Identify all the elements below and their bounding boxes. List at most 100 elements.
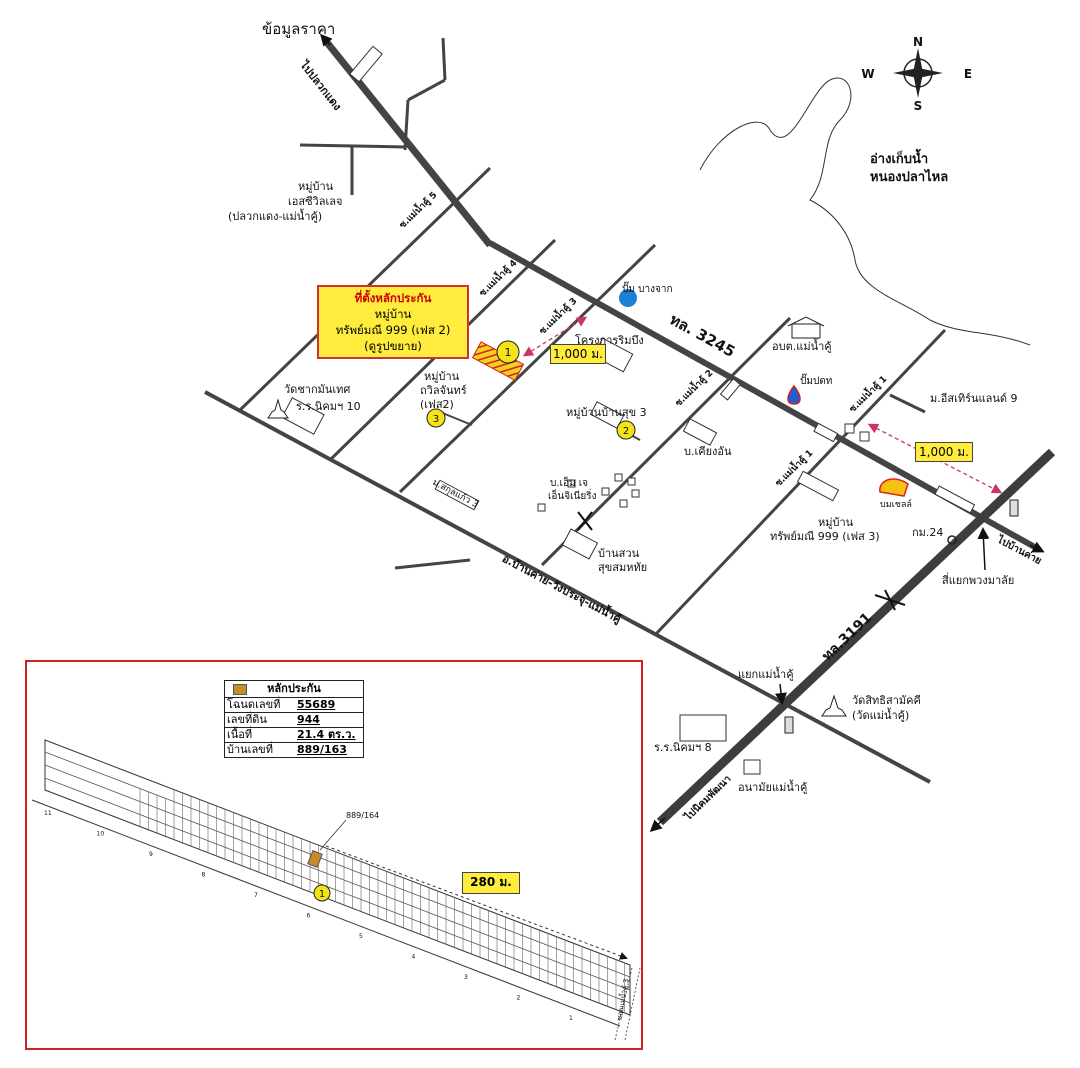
mj-box-2 [614,473,623,482]
road-3191-label: ทล.3191 [819,610,875,665]
compass-w: W [861,67,874,81]
tawin-2: ถวิลจันทร์ [420,384,467,397]
school-10-building [281,397,325,435]
legend-header: หลักประกัน [225,681,363,698]
soi-4-label: ซ.แม่น้ำคู้ 4 [476,256,519,299]
shell-label: บมเชลล์ [880,498,912,510]
kiang-an-building [682,418,718,446]
collateral-legend: หลักประกัน โฉนดเลขที่ 55689 เลขที่ดิน 94… [224,680,364,758]
main-box-line-3: ทรัพย์มณี 999 (เฟส 2) [335,323,451,337]
distance-line-1 [522,316,588,357]
bangchak-pump-icon [619,289,637,307]
soi-3-line [398,243,657,494]
inset-row-number: 7 [254,892,258,899]
mj-box-5 [537,503,546,512]
inset-marker-1-label: 1 [319,889,325,900]
marker-1-label: 1 [505,346,512,359]
mj-box-3 [627,477,636,486]
school-10-label: ร.ร.นิคมฯ 10 [296,400,361,413]
inset-soi-line-1 [614,967,633,1041]
soi-2-label: ซ.แม่น้ำคู้ 2 [672,366,715,409]
inset-distance-line [325,845,628,960]
inset-road-edge [31,799,621,1027]
road-top-branch-2 [407,78,446,102]
ptt-label: ปั๊มปตท [800,373,832,387]
main-box-line-4: (ดูรูปขยาย) [364,339,422,353]
legend-key: เลขที่ดิน [227,713,267,726]
collateral-swatch-icon [233,684,247,695]
village-999-3-building [796,470,840,502]
marker-2-label: 2 [623,426,629,437]
inset-row-number: 9 [149,851,153,858]
inset-row-number: 1 [569,1015,573,1022]
bansuk-building [589,401,625,429]
school-8-building [679,714,727,742]
mj-box-7 [631,489,640,498]
marker-2 [616,420,636,440]
legend-row: เลขที่ดิน 944 [225,713,363,728]
marker-3 [426,408,446,428]
inset-row-number: 3 [464,974,468,981]
inset-soi-line-2 [624,967,641,1041]
maenamkhu-jct-label: แยกแม่น้ำคู้ [738,666,794,681]
distance-label-1: 1,000 ม. [550,344,606,364]
legend-key: โฉนดเลขที่ [227,698,281,711]
road-to-pluak-arrow [320,33,333,47]
obt-label: อบต.แม่น้ำคู้ [772,338,832,353]
traffic-light-icon-2 [784,716,794,734]
inset-row-number: 5 [359,933,363,940]
ptt-pump-icon [787,384,801,405]
inset-row-a [44,751,631,978]
inset-frame [25,660,643,1050]
health-center-building [743,759,761,775]
bansuk-label: หมู่บ้านบ้านสุข 3 [566,406,647,419]
village-sc-1: หมู่บ้าน [298,180,334,193]
compass-n: N [913,35,923,49]
mj-2: เอ็นจิเนียริ่ง [548,488,597,502]
legend-key: เนื้อที่ [227,728,253,741]
soi-3-label: ซ.แม่น้ำคู้ 3 [536,294,579,337]
village-999-3-2: ทรัพย์มณี 999 (เฟส 3) [770,530,880,543]
maenamkhu-jct-pointer [775,683,787,705]
inset-row-number: 4 [412,954,416,961]
ban-suan-1: บ้านสวน [598,547,640,560]
railway-cross-2 [884,589,896,611]
eastern-land-label: ม.อีสเทิร์นแลนด์ 9 [930,392,1018,405]
marker-3-label: 3 [433,414,439,425]
wat-sitthi-2: (วัดแม่น้ำคู้) [852,707,909,722]
road-3191 [656,448,1056,826]
road-3245-label: ทล. 3245 [667,310,738,361]
village-sc-2: เอสซีวิลเลจ [288,195,342,208]
mj-box-1 [567,479,576,488]
inset-plot-label: 889/164 [346,811,379,820]
compass-rose-icon [893,48,943,98]
km-label: กม.24 [912,526,943,539]
main-box-line-1: ที่ตั้งหลักประกัน [354,291,432,305]
collateral-location-box: ที่ตั้งหลักประกัน หมู่บ้าน ทรัพย์มณี 999… [317,285,469,359]
mj-1: บ.เอ็ม เจ [550,475,588,489]
reservoir-line-2: หนองปลาไหล [870,168,948,185]
legend-key: บ้านเลขที่ [227,743,273,756]
school-8-label: ร.ร.นิคมฯ 8 [654,741,712,754]
compass-e: E [964,67,972,81]
collateral-plot-inset [307,850,323,868]
road-local-ext [394,558,471,570]
main-box-line-2: หมู่บ้าน [374,307,412,321]
inset-row-number: 6 [307,913,311,920]
road-local [204,390,931,784]
tawin-3: (เฟส2) [420,398,454,411]
distance-label-2: 1,000 ม. [915,442,973,462]
health-center-label: อนามัยแม่น้ำคู้ [738,779,807,794]
reservoir-shoreline [699,77,1031,346]
legend-value: 55689 [297,698,336,711]
inset-marker-1 [313,884,331,902]
mj-box-6 [619,499,628,508]
village-sc-3: (ปลวกแดง-แม่น้ำคู้) [228,208,322,223]
legend-value: 944 [297,713,320,726]
bangchak-label: ปั๊ม บางจาก [622,281,673,295]
legend-row: เนื้อที่ 21.4 ตร.ว. [225,728,363,743]
legend-row: โฉนดเลขที่ 55689 [225,698,363,713]
inset-row-number: 8 [202,872,206,879]
